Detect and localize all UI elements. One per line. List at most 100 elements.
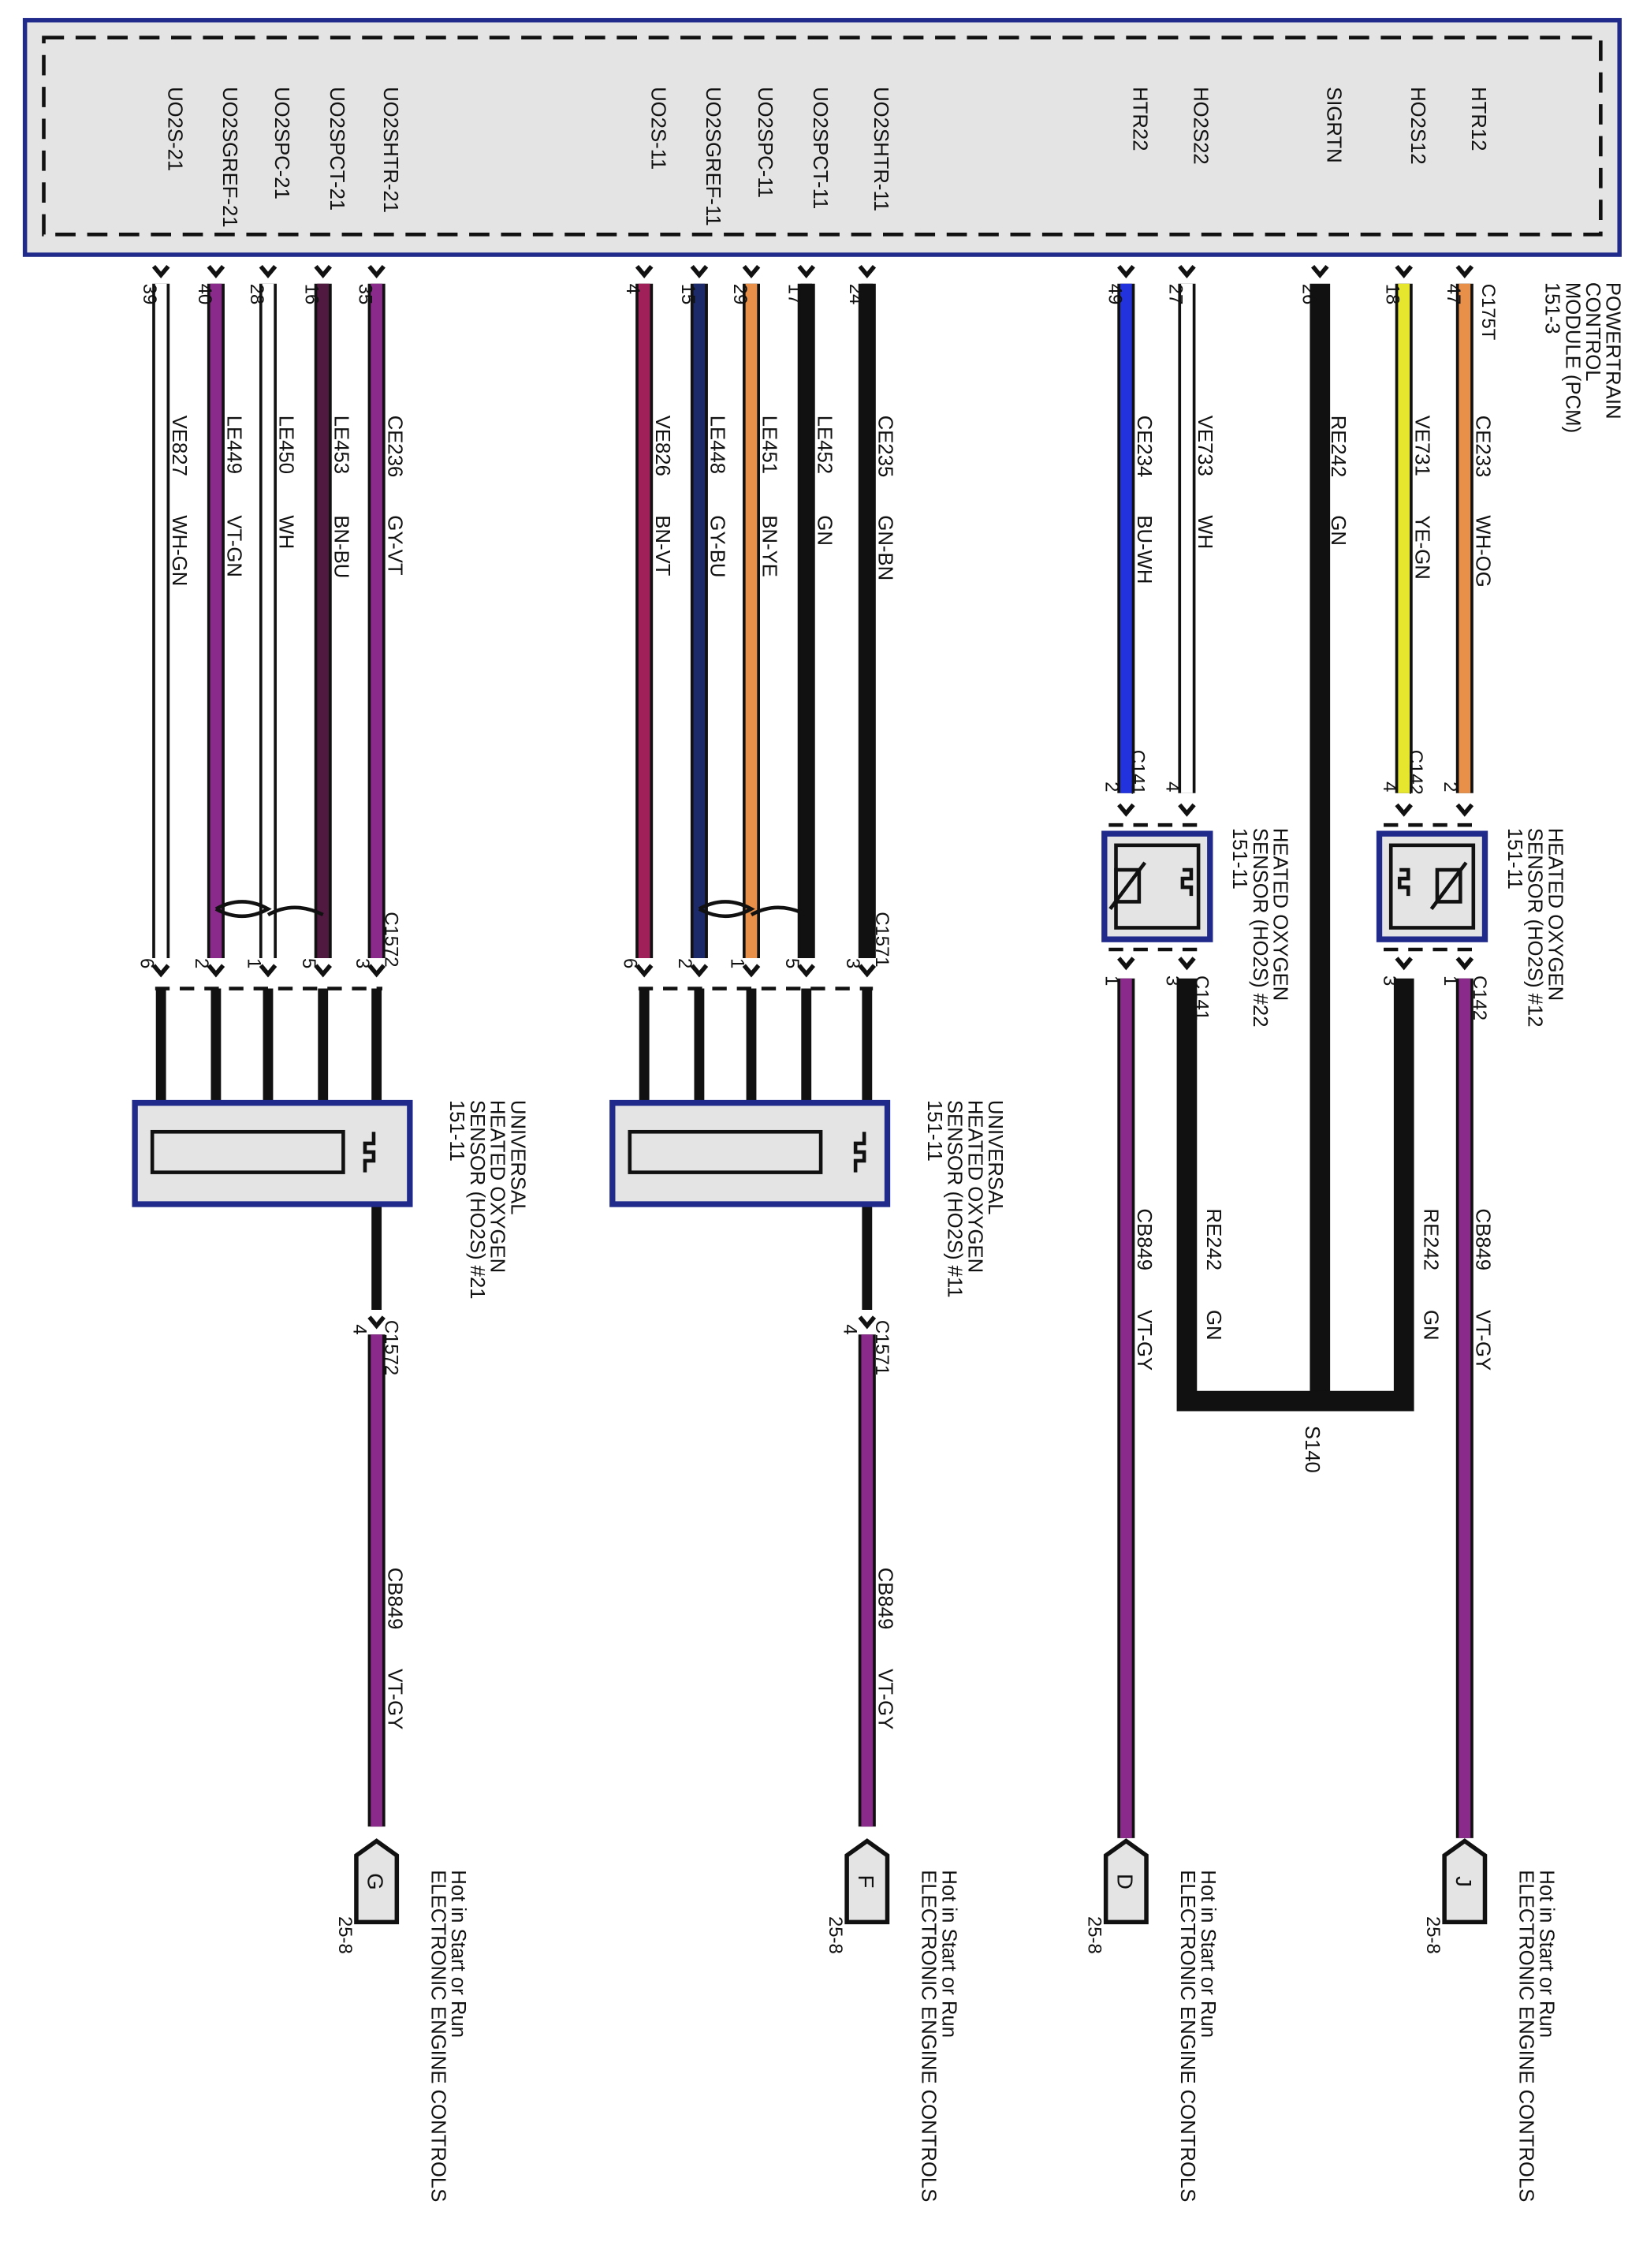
- circuit-label-UO2SPC-11: LE451: [758, 416, 781, 474]
- circuit-label-HO2S22: VE733: [1194, 416, 1216, 476]
- pcm-title-line-1: CONTROL: [1582, 282, 1604, 382]
- color-label-UO2SPC-11: BN-YE: [758, 515, 781, 577]
- pcm-title-line-0: POWERTRAIN: [1602, 282, 1624, 420]
- ho2s12-connector-bottom: C142: [1469, 975, 1490, 1020]
- ho2s12-element-symbol: [1435, 867, 1462, 904]
- pcm-signal-UO2SGREF-11: UO2SGREF-11: [702, 87, 724, 226]
- ground-circuit-label-left: RE242: [1202, 1209, 1224, 1271]
- feed-terminal-J: [1442, 1838, 1488, 1925]
- pcm-pin-arrow-UO2SPCT-11: [797, 264, 816, 279]
- uho2s21-pin-number-3: 2: [191, 958, 212, 968]
- circuit-label-HTR22: CE234: [1133, 416, 1155, 478]
- ho2s22-name-line-0: HEATED OXYGEN: [1269, 828, 1291, 1001]
- uho2s21-pin-arrow-2: [259, 964, 278, 978]
- color-label-UO2S-11: BN-VT: [651, 515, 673, 576]
- uho2s11-name-line-0: UNIVERSAL: [984, 1100, 1006, 1215]
- pcm-pin-number-UO2SPCT-11: 17: [784, 284, 806, 305]
- uho2s11-power-connector: C1571: [871, 1320, 892, 1375]
- uho2s11-pin-number-2: 1: [726, 958, 747, 968]
- feed-circuit-J: CB849: [1471, 1209, 1493, 1271]
- uho2s21-name-line-2: SENSOR (HO2S) #21: [466, 1100, 488, 1300]
- pcm-pin-arrow-HO2S22: [1178, 264, 1196, 279]
- ho2s12-name-line-1: SENSOR (HO2S) #12: [1524, 828, 1546, 1028]
- uho2s11-inner: [628, 1129, 823, 1174]
- wire-re242-ground: [1176, 978, 1414, 1412]
- ho2s12-name-line-2: 151-11: [1503, 828, 1526, 890]
- circuit-label-UO2SHTR-21: CE236: [383, 416, 405, 478]
- feed-note-J-line-1: ELECTRONIC ENGINE CONTROLS: [1515, 1870, 1537, 2202]
- circuit-label-HTR12: CE233: [1471, 416, 1493, 478]
- feed-color-G: VT-GY: [383, 1669, 405, 1729]
- pcm-pin-number-UO2SPC-11: 29: [729, 284, 751, 305]
- feed-color-J: VT-GY: [1471, 1310, 1493, 1371]
- ho2s12-box: [1376, 830, 1488, 942]
- feed-circuit-D: CB849: [1133, 1209, 1155, 1271]
- circuit-label-UO2SPCT-21: LE453: [330, 416, 352, 474]
- feed-note-G-line-0: Hot in Start or Run: [447, 1870, 469, 2038]
- uho2s21-pin-number-0: 3: [352, 958, 373, 968]
- color-label-UO2SGREF-11: GY-BU: [706, 515, 728, 577]
- feed-note-G-line-1: ELECTRONIC ENGINE CONTROLS: [427, 1870, 449, 2202]
- uho2s11-pin-number-3: 2: [674, 958, 695, 968]
- pcm-signal-UO2SPCT-11: UO2SPCT-11: [809, 87, 831, 209]
- ho2s22-connector-bottom: C141: [1190, 975, 1212, 1020]
- feed-letter-G: G: [363, 1873, 388, 1889]
- pcm-signal-UO2S-21: UO2S-21: [163, 87, 185, 171]
- ho2s12-pin-bottom-b: 3: [1379, 975, 1400, 986]
- uho2s11-power-arrow: [858, 1315, 877, 1330]
- pcm-module: [22, 17, 1622, 257]
- feed-note-J-line-0: Hot in Start or Run: [1535, 1870, 1557, 2038]
- circuit-label-UO2S-11: VE826: [651, 416, 673, 476]
- pcm-signal-UO2SHTR-11: UO2SHTR-11: [870, 87, 892, 211]
- color-label-HO2S12: YE-GN: [1410, 515, 1433, 579]
- color-label-UO2SPC-21: WH: [275, 515, 297, 549]
- uho2s11-connector-label: C1571: [871, 912, 892, 967]
- color-label-SIGRTN: GN: [1327, 515, 1349, 546]
- ho2s12-pin-top-b: 4: [1379, 781, 1400, 792]
- circuit-label-UO2SPCT-11: LE452: [813, 416, 835, 474]
- feed-ref-J: 25-8: [1422, 1916, 1444, 1954]
- uho2s11-pin-number-0: 3: [842, 958, 863, 968]
- ho2s12-bottom-arrow-b: [1395, 957, 1414, 971]
- uho2s21-pin-number-4: 6: [136, 958, 157, 968]
- uho2s21-connector-label: C1572: [381, 912, 402, 967]
- ho2s12-name-line-0: HEATED OXYGEN: [1544, 828, 1566, 1001]
- ho2s22-pin-bottom-a: 3: [1162, 975, 1183, 986]
- uho2s21-power-arrow: [367, 1315, 386, 1330]
- wires-layer: [151, 264, 1474, 1838]
- color-label-UO2SPCT-11: GN: [813, 515, 835, 546]
- color-label-UO2S-21: WH-GN: [168, 515, 190, 586]
- ho2s22-box: [1101, 830, 1213, 942]
- ho2s22-bottom-arrow-a: [1178, 957, 1196, 971]
- pcm-signal-UO2SPCT-21: UO2SPCT-21: [326, 87, 348, 211]
- color-label-UO2SHTR-11: GN-BN: [874, 515, 896, 580]
- circuit-label-SIGRTN: RE242: [1327, 416, 1349, 478]
- pcm-pin-number-UO2S-21: 39: [139, 284, 160, 305]
- ho2s22-heater-symbol: [1180, 867, 1194, 897]
- feed-ref-G: 25-8: [334, 1916, 356, 1954]
- color-label-HTR12: WH-OG: [1471, 515, 1493, 587]
- ho2s22-name-line-1: SENSOR (HO2S) #22: [1249, 828, 1271, 1028]
- circuit-label-UO2SGREF-21: LE449: [223, 416, 245, 474]
- ho2s12-pin-top-a: 2: [1440, 781, 1461, 792]
- uho2s21-pin-arrow-3: [207, 964, 225, 978]
- circuit-label-UO2SHTR-11: CE235: [874, 416, 896, 478]
- pcm-pin-number-HTR12: 47: [1443, 284, 1464, 305]
- color-label-HTR22: BU-WH: [1133, 515, 1155, 584]
- ho2s22-element-symbol: [1114, 867, 1142, 904]
- ho2s12-inner: [1388, 843, 1476, 930]
- pcm-signal-HO2S12: HO2S12: [1406, 87, 1429, 165]
- uho2s11-pin-arrow-3: [690, 964, 709, 978]
- circuit-label-UO2S-21: VE827: [168, 416, 190, 476]
- pcm-signal-UO2SGREF-21: UO2SGREF-21: [218, 87, 240, 227]
- circuit-label-HO2S12: VE731: [1410, 416, 1433, 476]
- ho2s12-pin-arrow-a: [1455, 803, 1474, 817]
- ho2s22-name-line-2: 151-11: [1228, 828, 1250, 890]
- uho2s21-name-line-3: 151-11: [445, 1100, 468, 1162]
- feed-note-F-line-1: ELECTRONIC ENGINE CONTROLS: [918, 1870, 940, 2202]
- pcm-title-line-3: 151-3: [1541, 282, 1563, 334]
- uho2s11-name-line-2: SENSOR (HO2S) #11: [944, 1100, 966, 1298]
- uho2s11-twist-pair-a: [698, 900, 755, 918]
- pcm-pin-arrow-HTR12: [1455, 264, 1474, 279]
- color-label-UO2SHTR-21: GY-VT: [383, 515, 405, 575]
